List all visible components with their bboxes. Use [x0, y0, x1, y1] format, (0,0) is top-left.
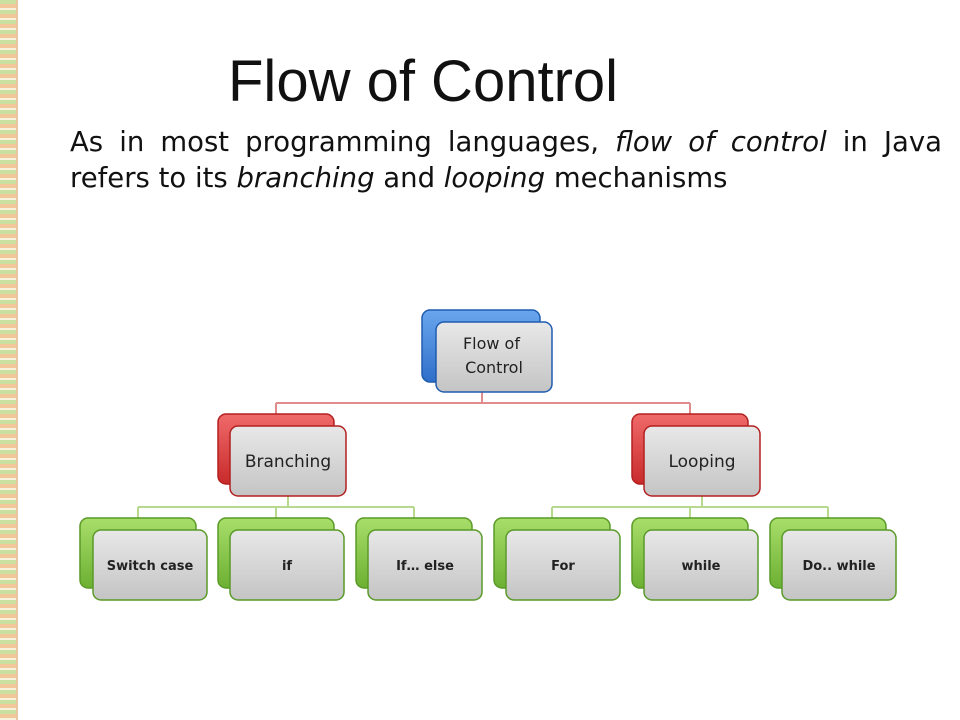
node-if: if	[217, 517, 345, 601]
paragraph-text-4: mechanisms	[545, 162, 728, 194]
connector-lines	[137, 392, 829, 518]
node-branching-card	[229, 425, 347, 497]
node-switch-case-label: Switch case	[107, 559, 194, 574]
node-for-card	[505, 529, 621, 601]
node-while: while	[631, 517, 759, 601]
node-branching: Branching	[217, 413, 347, 497]
decorative-stripe-line	[16, 0, 18, 720]
node-if-else-label: If… else	[396, 559, 454, 574]
node-switch-case-card	[92, 529, 208, 601]
node-for: For	[493, 517, 621, 601]
node-while-label: while	[682, 559, 721, 574]
node-root-label-line-2: Control	[465, 358, 523, 377]
decorative-stripe-bar	[0, 0, 16, 720]
slide-title: Flow of Control	[228, 49, 619, 114]
node-do-while-card	[781, 529, 897, 601]
node-while-card	[643, 529, 759, 601]
node-looping: Looping	[631, 413, 761, 497]
node-root-label-line-1: Flow of	[463, 334, 520, 353]
node-if-label: if	[282, 559, 292, 574]
paragraph-text-1: As in most programming languages,	[70, 126, 616, 158]
node-root-card	[435, 321, 553, 393]
node-looping-label: Looping	[668, 452, 735, 472]
node-root-label: Flow of Control	[463, 334, 525, 377]
node-do-while: Do.. while	[769, 517, 897, 601]
node-branching-label: Branching	[245, 452, 331, 472]
paragraph-text-2: in Java refers to its	[70, 126, 942, 194]
paragraph-text-3: and	[374, 162, 444, 194]
node-root: Flow of Control	[421, 309, 553, 393]
node-if-else: If… else	[355, 517, 483, 601]
node-looping-card	[643, 425, 761, 497]
slide-paragraph: As in most programming languages, flow o…	[70, 124, 942, 196]
node-switch-case: Switch case	[79, 517, 208, 601]
node-if-card	[229, 529, 345, 601]
connector-root-to-level1	[275, 392, 691, 414]
node-for-label: For	[551, 559, 575, 574]
paragraph-emphasis-branching: branching	[236, 162, 375, 194]
connector-looping-children	[551, 496, 829, 518]
paragraph-emphasis-looping: looping	[443, 162, 546, 194]
node-if-else-card	[367, 529, 483, 601]
node-do-while-label: Do.. while	[802, 559, 875, 574]
connector-branching-children	[137, 496, 415, 518]
paragraph-emphasis-flow-of-control: flow of control	[615, 126, 827, 158]
